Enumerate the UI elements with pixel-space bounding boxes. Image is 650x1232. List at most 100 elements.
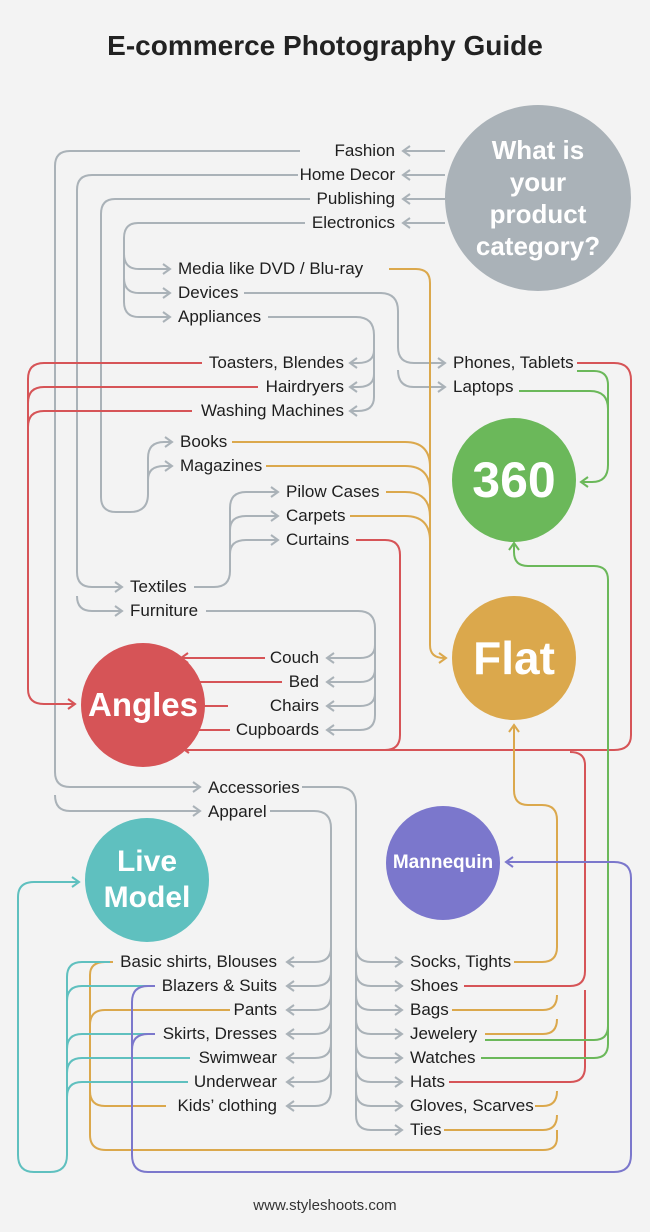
- circle-mannequin: Mannequin: [386, 806, 500, 920]
- item-books: Books: [180, 432, 228, 451]
- item-cupboards: Cupboards: [235, 720, 319, 739]
- accessories-item-0: [355, 946, 402, 963]
- socks-to-flat: [513, 727, 558, 963]
- item-textiles: Textiles: [130, 577, 187, 596]
- shoes-red: [464, 751, 586, 987]
- furniture-chairs: [327, 692, 376, 707]
- circle-live-model: Live Model: [85, 818, 209, 942]
- apparel-orange-trunk: [89, 961, 558, 1151]
- devices-laptops: [397, 369, 445, 388]
- textiles-curtains-arrow: [270, 534, 280, 546]
- devices-branch: [244, 292, 445, 364]
- washing-to-angles: [27, 410, 192, 428]
- carpets-to-flat: [350, 515, 431, 542]
- toasters-to-angles: [27, 362, 202, 705]
- accessories-branch: [302, 786, 402, 1131]
- hairdryers-to-angles: [27, 386, 258, 404]
- apparel-item-3-arrow: [285, 1028, 295, 1040]
- apparel-item-3: [287, 1018, 332, 1035]
- accessories-item-4-arrow: [394, 1052, 404, 1064]
- accessories-item-4: [355, 1042, 402, 1059]
- phones-to-360-arrow: [579, 476, 589, 488]
- question-circle: What is your product category?: [445, 105, 631, 291]
- laptops-to-360: [519, 390, 609, 410]
- teal-trunk: [17, 881, 110, 1173]
- item-furniture: Furniture: [130, 601, 199, 620]
- apparel-branch: [270, 810, 332, 1107]
- item-carpets: Carpets: [286, 506, 346, 525]
- homedecor-furniture: [76, 595, 122, 612]
- item-bags: Bags: [410, 1000, 449, 1019]
- apparel-item-4: [287, 1042, 332, 1059]
- electronics-media-arrow: [162, 263, 172, 275]
- teal-blazers: [66, 985, 155, 1002]
- teal-swimwear: [66, 1057, 190, 1074]
- circle-angles-label: Angles: [87, 686, 199, 723]
- purple-trunk: [131, 861, 632, 1173]
- electronics-trunk-arrow: [162, 311, 172, 323]
- furniture-bed-arrow: [325, 676, 335, 688]
- fashion-apparel-arrow: [192, 805, 202, 817]
- item-apparel: Apparel: [208, 802, 267, 821]
- item-jewelery: Jewelery: [410, 1024, 478, 1043]
- item-gloves-scarves: Gloves, Scarves: [410, 1096, 534, 1115]
- accessories-item-5: [355, 1066, 402, 1083]
- furniture-chairs-arrow: [325, 700, 335, 712]
- category-publishing: Publishing: [316, 189, 395, 208]
- ties-orange: [444, 1114, 558, 1131]
- circle-360-label: 360: [472, 452, 556, 508]
- item-pillow-cases: Pilow Cases: [286, 482, 380, 501]
- appliances-branch: [268, 316, 375, 412]
- item-underwear: Underwear: [193, 1072, 277, 1091]
- bags-orange: [452, 994, 558, 1011]
- textiles-carpets: [229, 515, 278, 531]
- category-electronics: Electronics: [311, 213, 395, 232]
- media-to-flat-arrow: [438, 652, 448, 664]
- textiles-branch: [194, 491, 278, 588]
- accessories-item-1-arrow: [394, 980, 404, 992]
- apparel-item-0: [287, 946, 332, 963]
- item-skirts-dresses: Skirts, Dresses: [162, 1024, 277, 1043]
- circle-live-model-label: Live Model: [103, 845, 191, 914]
- watches-to-360-arrow: [508, 541, 520, 551]
- accessories-item-6: [355, 1090, 402, 1107]
- fashion-trunk: [54, 150, 300, 788]
- category-fashion: Fashion: [334, 141, 395, 160]
- purple-skirts: [131, 1033, 155, 1051]
- item-toasters: Toasters, Blendes: [208, 353, 344, 372]
- item-socks-tights: Socks, Tights: [410, 952, 512, 971]
- accessories-item-3: [355, 1018, 402, 1035]
- teal-trunk-arrow: [71, 876, 81, 888]
- jewelery-green: [485, 1025, 609, 1041]
- accessories-item-6-arrow: [394, 1100, 404, 1112]
- circle-flat: Flat: [452, 596, 576, 720]
- item-appliances: Appliances: [178, 307, 262, 326]
- textiles-carpets-arrow: [270, 510, 280, 522]
- hats-red: [449, 990, 586, 1083]
- purple-trunk-arrow: [504, 856, 514, 868]
- kids-orange: [89, 1090, 166, 1107]
- item-bed: Bed: [288, 672, 319, 691]
- item-basic-shirts: Basic shirts, Blouses: [120, 952, 277, 971]
- jewelery-orange: [485, 1018, 558, 1035]
- fashion-trunk-arrow: [192, 781, 202, 793]
- apparel-item-0-arrow: [285, 956, 295, 968]
- apparel-item-5-arrow: [285, 1076, 295, 1088]
- textiles-branch-arrow: [270, 486, 280, 498]
- q-arrow-2-arrow: [401, 193, 411, 205]
- apparel-item-2: [287, 994, 332, 1011]
- electronics-devices-arrow: [162, 287, 172, 299]
- publishing-trunk-arrow: [164, 436, 174, 448]
- electronics-trunk: [123, 222, 305, 318]
- item-curtains: Curtains: [286, 530, 350, 549]
- circle-flat-label: Flat: [473, 632, 555, 684]
- appliances-branch-arrow: [348, 405, 358, 417]
- apparel-item-1: [287, 970, 332, 987]
- item-hairdryers: Hairdryers: [265, 377, 344, 396]
- circle-360: 360: [452, 418, 576, 542]
- electronics-devices: [123, 277, 170, 294]
- appliances-toasters-arrow: [348, 357, 358, 369]
- pants-orange: [89, 1009, 230, 1026]
